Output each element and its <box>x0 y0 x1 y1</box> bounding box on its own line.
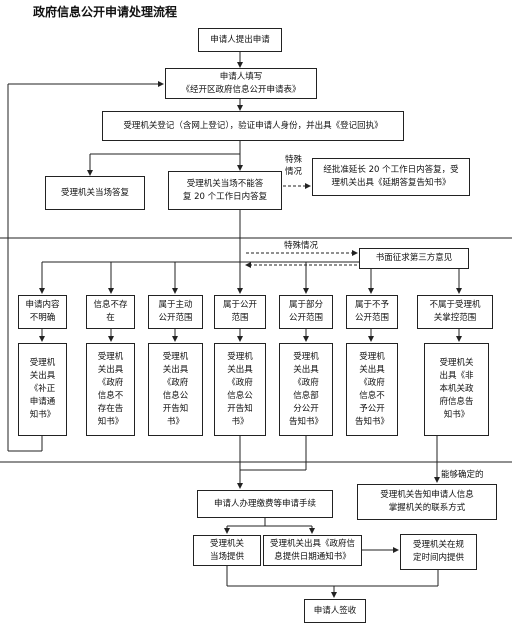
pay-fee-box: 申请人办理缴费等申请手续 <box>197 490 333 518</box>
register-box: 受理机关登记（含网上登记），验证申请人身份，并出具《登记回执》 <box>102 111 404 141</box>
provide-date-notice-box: 受理机关出具《政府信 息提供日期通知书》 <box>263 535 362 566</box>
output-not-exist: 受理机 关出具 《政府 信息不 存在告 知书》 <box>86 343 135 436</box>
output-not-in-scope: 受理机关 出具《非 本机关政 府信息告 知书》 <box>424 343 489 436</box>
provide-in-time-box: 受理机关在规 定时间内提供 <box>400 534 477 570</box>
page-title: 政府信息公开申请处理流程 <box>33 5 178 19</box>
reply-20-days-box: 受理机关当场不能答 复 20 个工作日内答复 <box>168 171 282 210</box>
apply-box: 申请人提出申请 <box>198 28 282 52</box>
category-unclear: 申请内容 不明确 <box>18 295 67 329</box>
output-proactive: 受理机 关出具 《政府 信息公 开告知 书》 <box>148 343 203 436</box>
category-not-public: 属于不予 公开范围 <box>346 295 398 329</box>
special-case-label-1: 特殊 情况 <box>285 155 303 177</box>
category-proactive: 属于主动 公开范围 <box>148 295 203 329</box>
third-party-box: 书面征求第三方意见 <box>359 248 469 269</box>
special-case-label-2: 特殊情况 <box>284 241 319 251</box>
output-not-public: 受理机 关出具 《政府 信息不 予公开 告知书》 <box>346 343 398 436</box>
category-not-in-scope: 不属于受理机 关掌控范围 <box>417 295 493 329</box>
sign-box: 申请人签收 <box>304 599 366 623</box>
provide-on-spot-box: 受理机关 当场提供 <box>193 535 261 566</box>
inform-contact-box: 受理机关告知申请人信息 掌握机关的联系方式 <box>357 484 497 520</box>
output-partial: 受理机 关出具 《政府 信息部 分公开 告知书》 <box>279 343 333 436</box>
category-not-exist: 信息不存 在 <box>86 295 135 329</box>
category-partial: 属于部分 公开范围 <box>279 295 333 329</box>
fill-form-box: 申请人填写 《经开区政府信息公开申请表》 <box>165 68 317 99</box>
output-public: 受理机 关出具 《政府 信息公 开告知 书》 <box>214 343 266 436</box>
can-determine-label: 能够确定的 <box>441 470 484 480</box>
extend-20-days-box: 经批准延长 20 个工作日内答复，受 理机关出具《延期答复告知书》 <box>312 158 470 196</box>
reply-on-spot-box: 受理机关当场答复 <box>45 176 145 210</box>
output-unclear: 受理机 关出具 《补正 申请通 知书》 <box>18 343 67 436</box>
category-public: 属于公开 范围 <box>214 295 266 329</box>
